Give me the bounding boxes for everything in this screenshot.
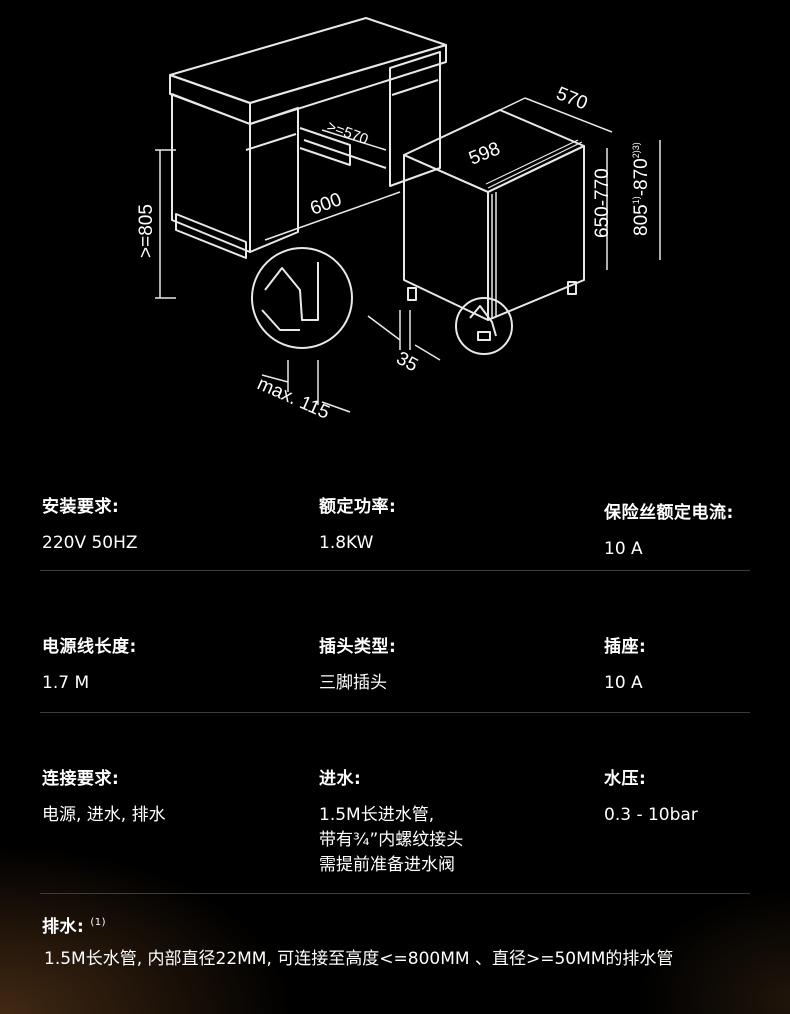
spec-install: 安装要求: 220V 50HZ [42, 492, 138, 556]
spec-inlet-label: 进水: [319, 769, 362, 789]
right-cabinet [389, 51, 441, 187]
spec-power-label: 额定功率: [319, 497, 397, 517]
spec-socket: 插座: 10 A [604, 632, 646, 696]
spec-connection: 连接要求: 电源, 进水, 排水 [42, 764, 166, 828]
spec-drain-value: 1.5M长水管, 内部直径22MM, 可连接至高度<=800MM 、直径>=50… [44, 949, 674, 969]
divider [40, 712, 750, 713]
spec-connection-value: 电源, 进水, 排水 [42, 805, 166, 825]
plinth-detail-circle [251, 247, 353, 349]
dishwasher-front [487, 145, 585, 321]
divider [40, 570, 750, 571]
spec-cable-label: 电源线长度: [42, 637, 137, 657]
foot-detail-circle [455, 297, 513, 355]
spec-socket-label: 插座: [604, 637, 647, 657]
spec-install-value: 220V 50HZ [42, 533, 138, 553]
spec-fuse-label: 保险丝额定电流: [604, 503, 734, 523]
spec-drain: 排水: (1) [42, 912, 106, 937]
installation-dimension-diagram: >=805 >=570 600 598 570 650-770 8051)-87… [136, 17, 661, 424]
spec-fuse: 保险丝额定电流: 10 A [604, 498, 734, 562]
spec-cable-value: 1.7 M [42, 673, 90, 693]
spec-drain-label: 排水: (1) [42, 912, 106, 937]
spec-inlet: 进水: 1.5M长进水管, 带有¾”内螺纹接头 需提前准备进水阀 [319, 764, 463, 878]
spec-power: 额定功率: 1.8KW [319, 492, 396, 556]
spec-pressure: 水压: 0.3 - 10bar [604, 764, 698, 828]
spec-power-value: 1.8KW [319, 533, 374, 553]
spec-connection-label: 连接要求: [42, 769, 120, 789]
dim-height-range: 650-770 [592, 168, 613, 238]
spec-pressure-label: 水压: [604, 769, 647, 789]
spec-plug-label: 插头类型: [319, 637, 397, 657]
spec-pressure-value: 0.3 - 10bar [604, 805, 698, 825]
spec-plug: 插头类型: 三脚插头 [319, 632, 396, 696]
spec-fuse-value: 10 A [604, 539, 643, 559]
spec-drain-label-text: 排水: [42, 917, 85, 937]
spec-plug-value: 三脚插头 [319, 673, 387, 693]
divider [40, 893, 750, 894]
dim-height-min: >=805 [136, 204, 157, 258]
spec-cable: 电源线长度: 1.7 M [42, 632, 137, 696]
spec-socket-value: 10 A [604, 673, 643, 693]
spec-inlet-value: 1.5M长进水管, 带有¾”内螺纹接头 需提前准备进水阀 [319, 805, 464, 875]
spec-install-label: 安装要求: [42, 497, 120, 517]
spec-drain-footnote: (1) [90, 917, 106, 929]
dim-height-alt: 8051)-8702)3) [631, 142, 652, 236]
